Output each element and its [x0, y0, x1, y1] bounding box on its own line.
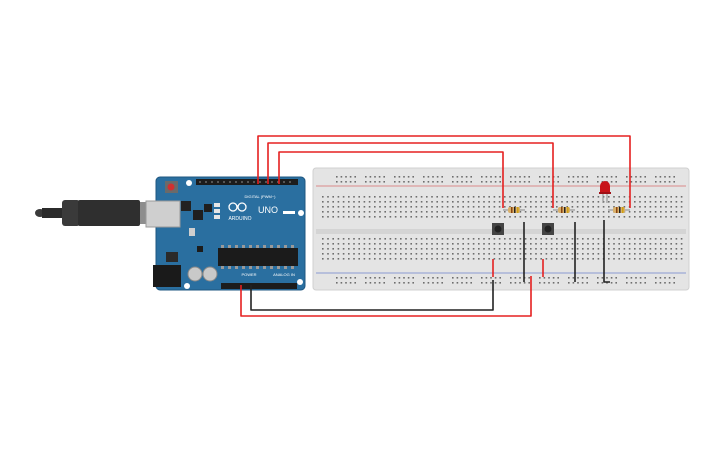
- analog-label: ANALOG IN: [273, 272, 295, 277]
- wire-black-gnd-rail[interactable]: [250, 280, 494, 311]
- resistor-2[interactable]: [553, 207, 575, 213]
- power-label: POWER: [241, 272, 256, 277]
- wire-red-button2[interactable]: [267, 142, 554, 208]
- wire-red-led[interactable]: [257, 135, 631, 208]
- atmega-chip: [218, 248, 298, 266]
- arduino-logo-text: ARDUINO: [228, 216, 251, 222]
- pushbutton-1[interactable]: [492, 223, 504, 235]
- wire-red-5v-rail[interactable]: [240, 276, 532, 317]
- resistor-1[interactable]: [503, 207, 525, 213]
- digital-label: DIGITAL (PWM~): [245, 194, 277, 199]
- breadboard-holes: [322, 176, 683, 284]
- power-jack: [153, 265, 181, 287]
- usb-cable[interactable]: [35, 200, 154, 226]
- wire-red-button1[interactable]: [278, 151, 504, 208]
- arduino-logo-icon: [228, 202, 247, 212]
- usb-jack: [145, 200, 181, 228]
- wires: [240, 135, 631, 317]
- board-model: UNO: [258, 205, 278, 215]
- arduino-uno-board[interactable]: DIGITAL (PWM~) ARDUINO UNO POWER ANALOG …: [145, 176, 306, 291]
- pushbutton-2[interactable]: [542, 223, 554, 235]
- wire-black-led[interactable]: [603, 220, 610, 283]
- red-led[interactable]: [599, 181, 611, 203]
- power-header: [221, 283, 297, 289]
- resistor-3[interactable]: [608, 207, 630, 213]
